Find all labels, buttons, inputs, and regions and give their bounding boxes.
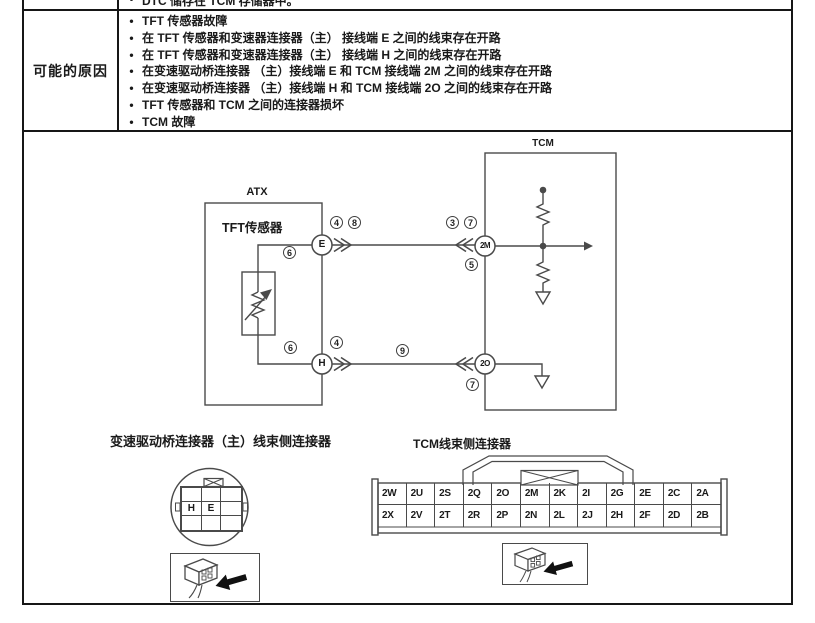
- pin-cell-h: H: [182, 502, 202, 516]
- cause-text: TFT 传感器和 TCM 之间的连接器损坏: [142, 97, 344, 112]
- dtc-stored-row: • DTC 储存在 TCM 存储器中。: [117, 0, 792, 9]
- pin-cell: 2C: [663, 483, 693, 505]
- atx-label: ATX: [246, 186, 268, 198]
- callout-circle: 4: [330, 336, 343, 349]
- pin-cell: 2R: [464, 505, 493, 527]
- pin-cell: 2P: [492, 505, 521, 527]
- pin-cell: 2N: [521, 505, 550, 527]
- dtc-stored-text: DTC 储存在 TCM 存储器中。: [142, 0, 299, 8]
- cause-text: 在 TFT 传感器和变速器连接器（主） 接线端 E 之间的线束存在开路: [142, 30, 501, 45]
- callout-circle: 7: [464, 216, 477, 229]
- pin-cell: 2S: [435, 483, 464, 505]
- callout-circle: 8: [348, 216, 361, 229]
- table-border-bottom: [22, 603, 793, 605]
- table-column-divider: [117, 0, 119, 131]
- pin-cell: 2T: [435, 505, 464, 527]
- transaxle-connector-view: [170, 467, 249, 547]
- tcm-connector-body: [371, 455, 728, 536]
- table-row-divider-top: [22, 9, 793, 11]
- pin-cell: [182, 516, 202, 530]
- bullet-icon: •: [129, 47, 134, 62]
- pin-cell: 2V: [407, 505, 436, 527]
- cause-text: 在变速驱动桥连接器 （主）接线端 E 和 TCM 接线端 2M 之间的线束存在开…: [142, 64, 553, 79]
- pin-cell: 2K: [549, 483, 579, 505]
- pin-cell: 2W: [378, 483, 407, 505]
- list-item: • TFT 传感器故障: [128, 13, 788, 30]
- bullet-icon: •: [129, 114, 134, 129]
- tcm-internal-circuit: [495, 186, 593, 390]
- bullet-icon: •: [129, 64, 134, 79]
- pin-cell: [201, 488, 222, 502]
- cause-text: 在变速驱动桥连接器 （主）接线端 H 和 TCM 接线端 2O 之间的线束存在开…: [142, 81, 553, 96]
- callout-circle: 9: [396, 344, 409, 357]
- connector-insertion-icon: [183, 558, 248, 599]
- cause-text: TCM 故障: [142, 114, 196, 129]
- tcm-connector-title: TCM线束侧连接器: [413, 437, 511, 451]
- pin-cell: 2X: [378, 505, 407, 527]
- pin-cell: 2G: [606, 483, 636, 505]
- terminal-2m: 2M: [479, 241, 491, 250]
- pin-cell: 2O: [492, 483, 521, 505]
- tft-sensor-label: TFT传感器: [222, 221, 283, 235]
- table-border-left: [22, 0, 24, 605]
- callout-circle: 6: [284, 341, 297, 354]
- bullet-icon: •: [129, 14, 134, 28]
- cause-text: 在 TFT 传感器和变速器连接器（主） 接线端 H 之间的线束存在开路: [142, 47, 502, 62]
- pin-cell: 2E: [635, 483, 664, 505]
- bullet-icon: •: [129, 30, 134, 45]
- callout-circle: 4: [330, 216, 343, 229]
- terminal-h: H: [318, 358, 326, 369]
- list-item: • 在变速驱动桥连接器 （主）接线端 H 和 TCM 接线端 2O 之间的线束存在…: [128, 80, 788, 97]
- pin-cell: 2L: [550, 505, 579, 527]
- tcm-box: [484, 152, 617, 411]
- bullet-icon: •: [129, 81, 134, 96]
- connector-insertion-hint-box: [170, 553, 260, 602]
- callout-circle: 5: [465, 258, 478, 271]
- possible-causes-header: 可能的原因: [33, 62, 108, 79]
- list-item: • 在 TFT 传感器和变速器连接器（主） 接线端 H 之间的线束存在开路: [128, 47, 788, 64]
- pin-cell-e: E: [201, 502, 222, 516]
- connector-chevrons: [333, 237, 474, 372]
- tft-thermistor: [241, 244, 312, 365]
- callout-circle: 3: [446, 216, 459, 229]
- list-item: • TCM 故障: [128, 114, 788, 131]
- tcm-connector-grid: 2W 2U 2S 2Q 2O 2M 2K 2I 2G 2E 2C 2A 2X 2…: [378, 483, 721, 527]
- pin-cell: [221, 502, 241, 516]
- pin-cell: [221, 516, 241, 530]
- bullet-icon: •: [129, 97, 134, 112]
- pin-cell: [202, 516, 222, 530]
- pin-cell: 2F: [635, 505, 664, 527]
- list-item: • 在变速驱动桥连接器 （主）接线端 E 和 TCM 接线端 2M 之间的线束存在…: [128, 63, 788, 80]
- callout-circle: 6: [283, 246, 296, 259]
- pin-cell: 2U: [406, 483, 436, 505]
- connector-insertion-icon: [513, 547, 574, 583]
- list-item: • TFT 传感器和 TCM 之间的连接器损坏: [128, 97, 788, 114]
- bullet-icon: •: [128, 0, 135, 9]
- pin-cell: [182, 488, 202, 502]
- terminal-circles: [311, 234, 496, 375]
- pin-cell: 2D: [664, 505, 693, 527]
- pin-cell: 2A: [692, 483, 721, 505]
- callout-circle: 7: [466, 378, 479, 391]
- table-border-right: [791, 0, 793, 605]
- pin-cell: 2H: [607, 505, 636, 527]
- connector-insertion-hint-box: [502, 543, 588, 585]
- pin-cell: 2B: [696, 510, 709, 521]
- cause-text: TFT 传感器故障: [142, 14, 228, 28]
- possible-causes-list: • TFT 传感器故障 • 在 TFT 传感器和变速器连接器（主） 接线端 E 之间…: [128, 13, 788, 131]
- pin-cell: 2M: [520, 483, 550, 505]
- pin-cell: 2I: [578, 483, 607, 505]
- table-row-divider-causes: [22, 130, 793, 132]
- transaxle-connector-title: 变速驱动桥连接器（主）线束侧连接器: [110, 434, 332, 449]
- list-item: • 在 TFT 传感器和变速器连接器（主） 接线端 E 之间的线束存在开路: [128, 30, 788, 47]
- pin-cell: 2Q: [463, 483, 493, 505]
- pin-cell: 2J: [578, 505, 607, 527]
- atx-box: [204, 202, 323, 406]
- terminal-e: E: [318, 239, 326, 250]
- transaxle-connector-grid: H E: [180, 486, 243, 532]
- tcm-label: TCM: [532, 138, 554, 149]
- terminal-2o: 2O: [480, 359, 490, 368]
- pin-cell: [221, 488, 241, 502]
